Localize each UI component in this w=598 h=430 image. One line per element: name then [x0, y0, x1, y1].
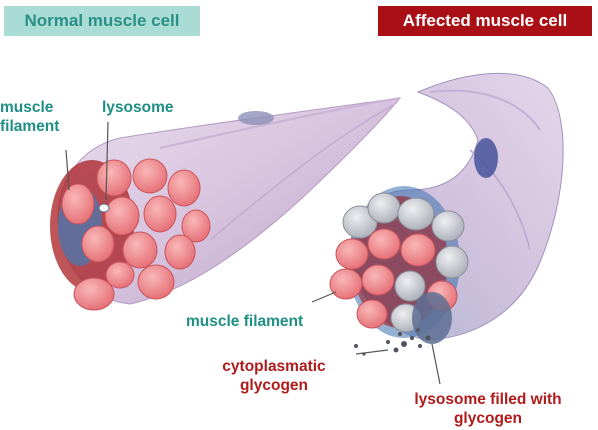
- cytoplasmatic-glycogen-label: cytoplasmatic glycogen: [212, 357, 336, 395]
- lysosome-filled-label: lysosome filled with glycogen: [400, 390, 576, 428]
- lysosome-filled-line1: lysosome filled with: [400, 390, 576, 409]
- normal-muscle-cell-header: Normal muscle cell: [4, 6, 200, 36]
- muscle-filament-left-line1: muscle: [0, 98, 59, 117]
- muscle-filament-left-label: muscle filament: [0, 98, 59, 136]
- lysosome-label: lysosome: [102, 98, 174, 117]
- normal-lysosome: [99, 204, 109, 212]
- lysosome-filled-with-glycogen: [412, 292, 452, 344]
- lysosome-filled-line2: glycogen: [400, 409, 576, 428]
- affected-muscle-cell-header: Affected muscle cell: [378, 6, 592, 36]
- muscle-filament-left-line2: filament: [0, 117, 59, 136]
- normal-cell-nucleus: [238, 111, 274, 125]
- muscle-filament-right-label: muscle filament: [186, 312, 303, 331]
- cytoplasmatic-glycogen-line2: glycogen: [212, 376, 336, 395]
- cytoplasmatic-glycogen-line1: cytoplasmatic: [212, 357, 336, 376]
- affected-cell-nucleus: [474, 138, 498, 178]
